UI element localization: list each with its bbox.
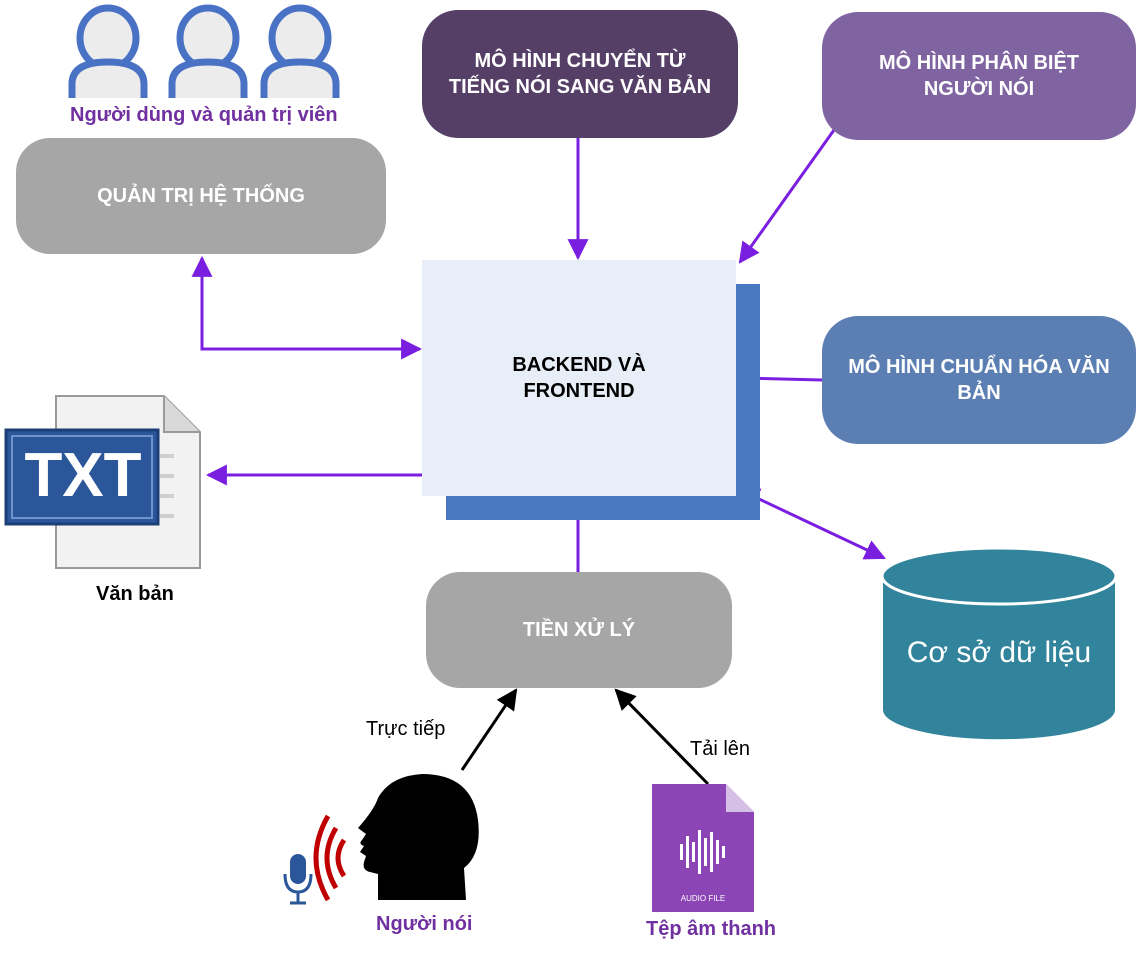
speaker-diarization-model-box: MÔ HÌNH PHÂN BIỆT NGƯỜI NÓI — [822, 12, 1136, 140]
speaker-head-icon — [283, 774, 479, 905]
upload-input-label: Tải lên — [690, 738, 751, 760]
user-icon — [168, 4, 248, 98]
arrow-core-admin — [191, 255, 423, 360]
audio-file-icon-text: AUDIO FILE — [680, 894, 726, 903]
speaker-label: Người nói — [376, 913, 473, 935]
arrow-direct-to-preprocess — [460, 688, 518, 771]
text-file-icon — [4, 395, 201, 569]
users-icon-group — [68, 4, 340, 98]
text-normalization-model-box: MÔ HÌNH CHUẨN HÓA VĂN BẢN — [822, 316, 1136, 444]
arrow-upload-to-preprocess — [614, 688, 710, 786]
direct-input-label: Trực tiếp — [366, 718, 446, 740]
database-label: Cơ sở dữ liệu — [906, 636, 1092, 669]
arrow-core-database — [738, 488, 886, 560]
txt-icon-text: TXT — [24, 441, 142, 510]
microphone-icon — [283, 854, 313, 905]
user-icon — [260, 4, 340, 98]
preprocessing-box: TIỀN XỬ LÝ — [426, 572, 732, 688]
audio-file-icon — [652, 784, 754, 912]
user-icon — [68, 4, 148, 98]
database-icon — [880, 546, 1118, 742]
system-admin-box: QUẢN TRỊ HỆ THỐNG — [16, 138, 386, 254]
text-output-label: Văn bản — [96, 583, 174, 605]
users-label: Người dùng và quản trị viên — [70, 104, 338, 126]
backend-frontend-box: BACKEND VÀ FRONTEND — [422, 260, 736, 496]
arrow-diarization-to-core — [738, 129, 836, 264]
audio-file-label: Tệp âm thanh — [646, 918, 777, 940]
speech-to-text-model-box: MÔ HÌNH CHUYỂN TỪ TIẾNG NÓI SANG VĂN BẢN — [422, 10, 738, 138]
